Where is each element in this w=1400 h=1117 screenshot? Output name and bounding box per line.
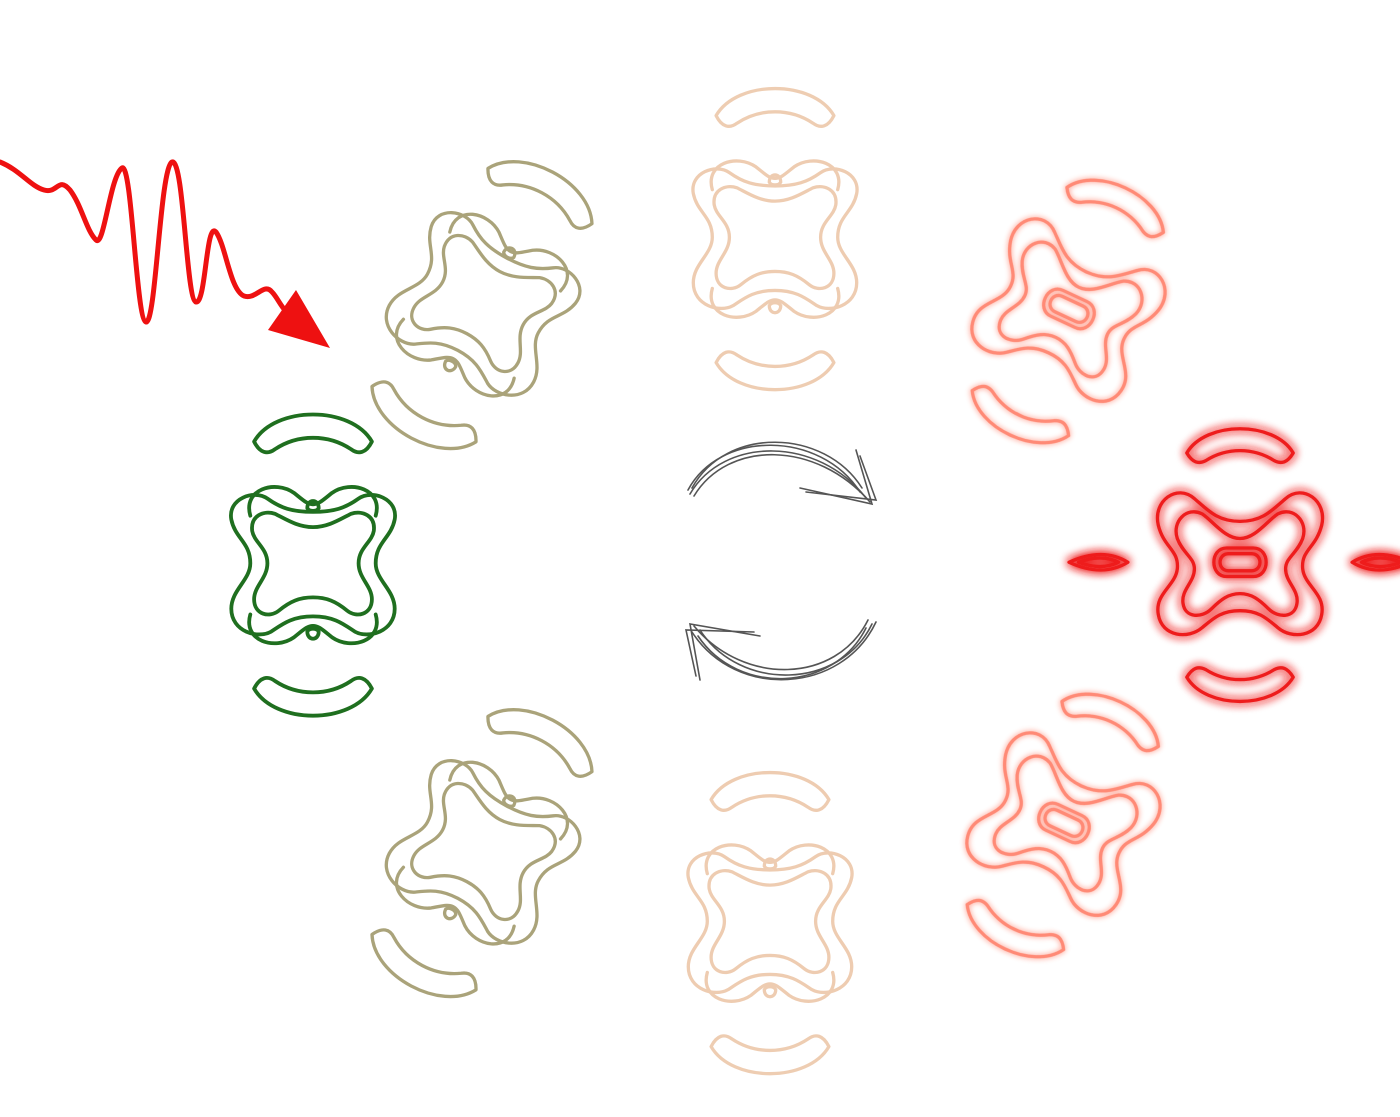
ground-state-molecule	[229, 412, 397, 718]
molecules-group	[229, 86, 1400, 1076]
excited-molecule-emitting	[1067, 427, 1400, 704]
faded-molecule-upper	[691, 86, 859, 392]
rotation-cycle-arrows	[685, 441, 878, 681]
tilted-molecule-upper	[337, 131, 627, 479]
excited-molecule-upper	[933, 151, 1202, 472]
tilted-molecule-lower	[337, 679, 627, 1027]
excited-molecule-lower	[928, 665, 1197, 986]
incoming-light-pulse	[0, 159, 330, 348]
faded-molecule-lower	[686, 770, 854, 1076]
